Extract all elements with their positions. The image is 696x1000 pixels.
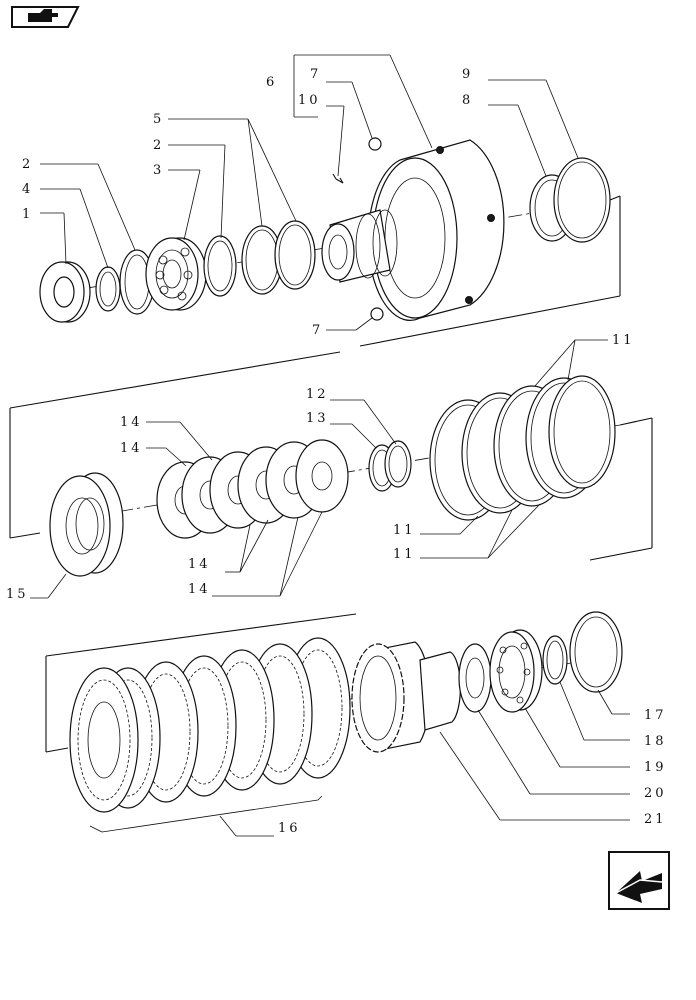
callout-4: 4 [22, 182, 33, 197]
callout-14-c: 14 [188, 557, 211, 572]
callout-11-top: 11 [612, 333, 635, 348]
callout-7-top: 7 [310, 67, 321, 82]
callout-14-d: 14 [188, 582, 211, 597]
callout-9: 9 [462, 67, 473, 82]
part-21-clutch-hub [351, 641, 461, 753]
callout-6: 6 [266, 75, 277, 90]
callout-20: 20 [644, 786, 667, 801]
part-9-ring [553, 157, 611, 243]
part-10-pin [332, 173, 344, 184]
callout-11-low: 11 [393, 547, 416, 562]
callout-10: 10 [298, 93, 321, 108]
callout-labels: 1 2 4 3 2 5 6 7 10 7 9 8 11 11 11 12 13 … [6, 67, 667, 836]
next-page-arrow-icon[interactable] [608, 851, 670, 910]
callout-14-b: 14 [120, 441, 143, 456]
part-5-seal-rings [241, 220, 316, 295]
callout-12: 12 [306, 387, 329, 402]
part-4-snap-ring [95, 266, 121, 312]
callout-2: 2 [22, 157, 33, 172]
callout-16: 16 [278, 821, 301, 836]
callout-18: 18 [644, 734, 667, 749]
callout-5: 5 [153, 112, 164, 127]
row-1-assembly [39, 54, 621, 347]
row-3-assembly [45, 611, 630, 837]
callout-14-a: 14 [120, 415, 143, 430]
part-7-balls [368, 137, 384, 321]
callout-8: 8 [462, 93, 473, 108]
part-14-belleville-discs [156, 439, 349, 539]
part-20-washer [458, 643, 492, 713]
part-18-snap-ring [542, 635, 568, 685]
hand-pointer-icon[interactable] [11, 6, 80, 28]
callout-17: 17 [644, 708, 667, 723]
part-16-clutch-disc-pack [69, 637, 351, 813]
callout-2-second: 2 [153, 138, 164, 153]
callout-19: 19 [644, 760, 667, 775]
part-11-seal-rings [429, 375, 616, 521]
callout-11-mid: 11 [393, 523, 416, 538]
callout-21: 21 [644, 812, 667, 827]
part-19-bearing [489, 629, 543, 713]
callout-13: 13 [306, 411, 329, 426]
callout-1: 1 [22, 207, 33, 222]
callout-3: 3 [153, 163, 164, 178]
part-12-13-rings [368, 440, 412, 492]
callout-15: 15 [6, 587, 29, 602]
part-3-bearing [145, 237, 207, 311]
row-2-assembly [9, 339, 653, 599]
part-1-thrust-washer [39, 261, 91, 323]
callout-7-bottom: 7 [312, 323, 323, 338]
part-15-thrust-bearing [49, 472, 124, 577]
part-6-clutch-drum [321, 139, 505, 321]
part-2-ring-second [203, 235, 237, 297]
part-17-circlip [569, 611, 623, 693]
